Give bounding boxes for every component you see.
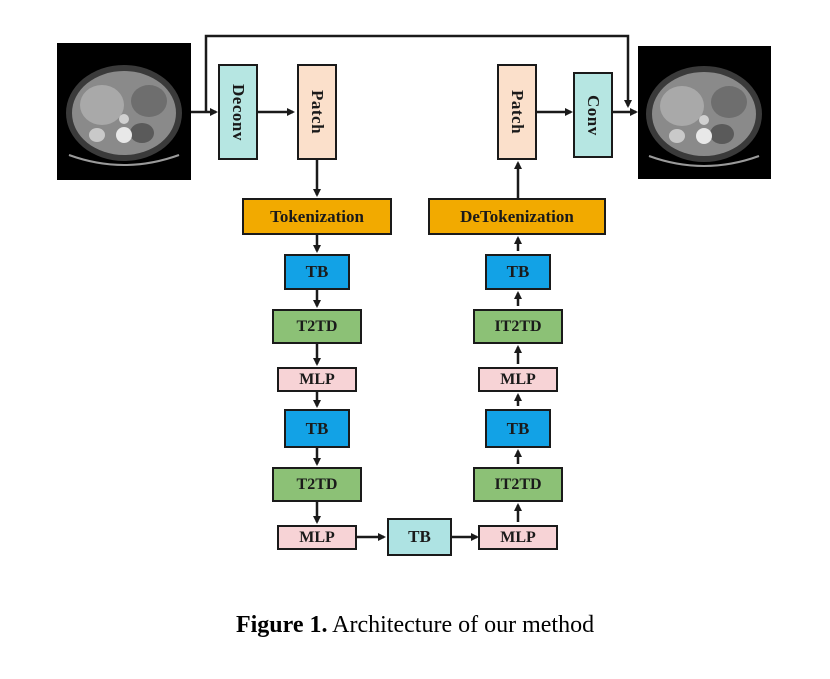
ct-input-image — [57, 43, 191, 180]
detokenization-block: DeTokenization — [428, 198, 606, 235]
encoder-mlp-block-2: MLP — [277, 525, 357, 550]
encoder-t2td-block-1: T2TD — [272, 309, 362, 344]
bottleneck-tb-block: TB — [387, 518, 452, 556]
decoder-mlp-block-2: MLP — [478, 525, 558, 550]
ct-output-image — [638, 46, 771, 179]
deconv-block: Deconv — [218, 64, 258, 160]
encoder-t2td-block-2: T2TD — [272, 467, 362, 502]
tokenization-block: Tokenization — [242, 198, 392, 235]
patch-input-block: Patch — [297, 64, 337, 160]
encoder-tb-block-1: TB — [284, 254, 350, 290]
caption-label: Figure 1. — [235, 612, 328, 638]
encoder-tb-block-2: TB — [284, 409, 350, 448]
conv-block: Conv — [573, 72, 613, 158]
encoder-mlp-block-1: MLP — [277, 367, 357, 392]
decoder-tb-block-2: TB — [485, 409, 551, 448]
figure-caption: Figure 1. Architecture of our method — [0, 612, 830, 639]
decoder-mlp-block-1: MLP — [478, 367, 558, 392]
decoder-it2td-block-1: IT2TD — [473, 309, 563, 344]
caption-text: Architecture of our method — [327, 612, 595, 638]
decoder-it2td-block-2: IT2TD — [473, 467, 563, 502]
patch-output-block: Patch — [497, 64, 537, 160]
decoder-tb-block-1: TB — [485, 254, 551, 290]
